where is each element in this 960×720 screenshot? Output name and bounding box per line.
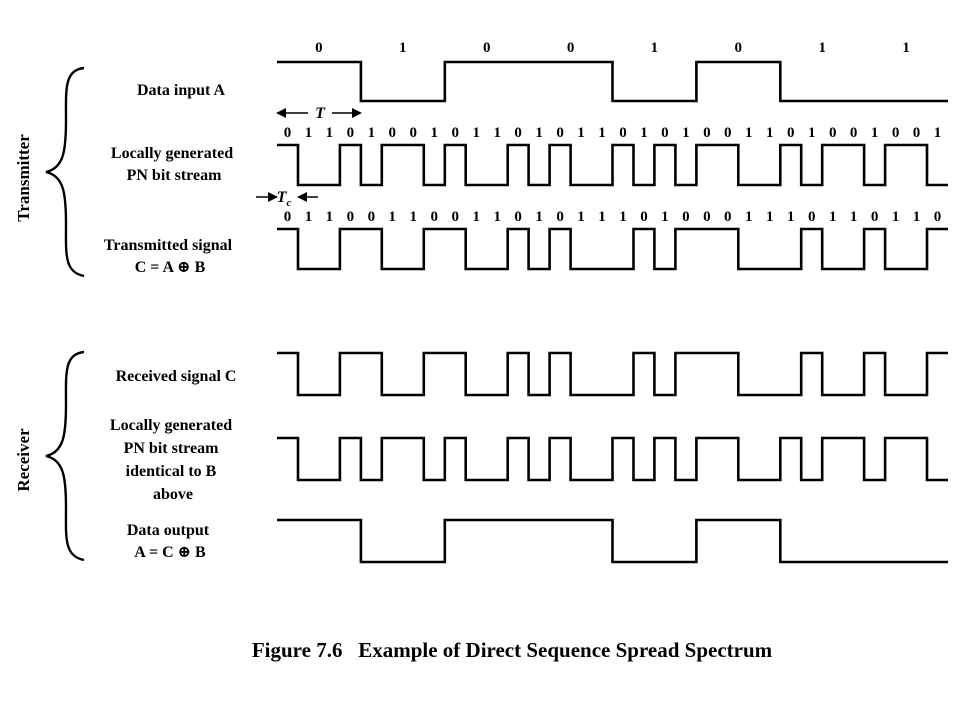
transmitted-bit-label: 1	[619, 209, 627, 225]
pn-bit-label: 1	[934, 125, 942, 141]
data-bit-label: 1	[902, 40, 910, 56]
pn-receiver-label: Locally generated PN bit stream identica…	[110, 417, 236, 503]
pn-stream-label: Locally generated PN bit stream	[111, 145, 237, 184]
transmitted-bit-label: 1	[598, 209, 606, 225]
pn-bit-label: 0	[556, 125, 564, 141]
pn-bit-label: 0	[410, 125, 418, 141]
data-bit-label: 0	[483, 40, 491, 56]
transmitted-bit-label: 1	[577, 209, 585, 225]
pn-bit-label: 0	[347, 125, 355, 141]
transmitted-bit-label: 0	[368, 209, 376, 225]
pn-bit-label: 1	[640, 125, 648, 141]
pn-bit-label: 1	[871, 125, 879, 141]
pn-bit-label: 1	[472, 125, 480, 141]
data-bit-label: 0	[315, 40, 323, 56]
pn-bit-stream-waveform	[277, 143, 948, 187]
svg-text:Tc: Tc	[277, 189, 292, 209]
transmitted-bit-label: 1	[766, 209, 774, 225]
pn-bit-label: 1	[682, 125, 690, 141]
transmitted-bit-label: 0	[934, 209, 942, 225]
transmitted-bit-label: 0	[871, 209, 879, 225]
pn-bit-label: 0	[913, 125, 921, 141]
transmitted-signal-label: Transmitted signal C = A ⊕ B	[104, 237, 236, 276]
data-bit-label: 0	[735, 40, 743, 56]
receiver-label: Receiver	[14, 428, 33, 492]
transmitted-bit-label: 1	[326, 209, 334, 225]
transmitted-bit-label: 0	[703, 209, 711, 225]
pn-bit-label: 1	[431, 125, 439, 141]
data-output-waveform	[277, 518, 948, 564]
data-bit-label: 1	[818, 40, 826, 56]
receiver-pn-bit-stream-waveform	[277, 436, 948, 482]
pn-bit-label: 0	[284, 125, 292, 141]
transmitted-bit-label: 1	[472, 209, 480, 225]
pn-bit-label: 1	[766, 125, 774, 141]
data-bit-label: 0	[567, 40, 575, 56]
pn-bit-label: 1	[577, 125, 585, 141]
data-bit-label: 1	[399, 40, 407, 56]
transmitted-bit-label: 0	[682, 209, 690, 225]
pn-bit-label: 1	[535, 125, 543, 141]
transmitted-bit-label: 1	[787, 209, 795, 225]
transmitted-bit-label: 1	[305, 209, 313, 225]
transmitted-bit-label: 0	[451, 209, 459, 225]
pn-bit-label: 0	[829, 125, 837, 141]
pn-bit-label: 0	[787, 125, 795, 141]
pn-bit-label: 1	[598, 125, 606, 141]
pn-bit-label: 0	[389, 125, 397, 141]
transmitted-bit-label: 0	[808, 209, 816, 225]
bit-period-marker: T	[276, 105, 362, 122]
receiver-brace	[45, 350, 85, 562]
data-bit-labels: 0 1 0 0 1 0 1 1	[315, 40, 910, 56]
chip-period-label: T	[277, 189, 288, 206]
pn-bit-label: 0	[850, 125, 858, 141]
transmitted-bit-label: 1	[829, 209, 837, 225]
transmitted-bit-label: 0	[431, 209, 439, 225]
transmitted-bit-label: 1	[913, 209, 921, 225]
figure-caption: Figure 7.6 Example of Direct Sequence Sp…	[252, 638, 773, 662]
pn-bit-label: 0	[724, 125, 732, 141]
pn-bit-label: 0	[661, 125, 669, 141]
pn-bit-label: 1	[368, 125, 376, 141]
bit-period-label: T	[315, 105, 326, 122]
pn-bit-label: 0	[514, 125, 522, 141]
pn-bit-label: 0	[703, 125, 711, 141]
transmitted-bit-label: 0	[556, 209, 564, 225]
transmitted-bit-label: 1	[661, 209, 669, 225]
pn-bit-label: 1	[493, 125, 501, 141]
transmitted-bit-label: 0	[284, 209, 292, 225]
data-bit-label: 1	[651, 40, 659, 56]
transmitter-brace	[45, 66, 85, 278]
chip-period-subscript: c	[286, 197, 291, 209]
received-signal-waveform	[277, 351, 948, 397]
data-input-label: Data input A	[137, 82, 225, 99]
transmitted-bit-label: 1	[410, 209, 418, 225]
transmitted-bit-label: 0	[640, 209, 648, 225]
pn-bit-label: 0	[451, 125, 459, 141]
transmitted-bit-label: 0	[724, 209, 732, 225]
transmitted-bit-label: 1	[892, 209, 900, 225]
received-signal-label: Received signal C	[116, 368, 237, 385]
transmitted-bit-label: 0	[347, 209, 355, 225]
pn-bit-label: 1	[326, 125, 334, 141]
transmitted-bit-label: 0	[514, 209, 522, 225]
data-output-label: Data output A = C ⊕ B	[127, 522, 213, 561]
transmitted-bit-label: 1	[745, 209, 753, 225]
transmitted-bit-label: 1	[535, 209, 543, 225]
data-input-waveform	[277, 60, 948, 103]
pn-bit-label: 0	[892, 125, 900, 141]
transmitted-signal-waveform	[277, 227, 948, 271]
chip-period-marker: Tc	[256, 189, 318, 209]
pn-bit-label: 1	[305, 125, 313, 141]
transmitted-bit-label: 1	[493, 209, 501, 225]
pn-bit-label: 0	[619, 125, 627, 141]
transmitted-bit-label: 1	[850, 209, 858, 225]
transmitted-bit-label: 1	[389, 209, 397, 225]
transmitter-label: Transmitter	[14, 134, 33, 222]
pn-bit-label: 1	[808, 125, 816, 141]
pn-bit-label: 1	[745, 125, 753, 141]
